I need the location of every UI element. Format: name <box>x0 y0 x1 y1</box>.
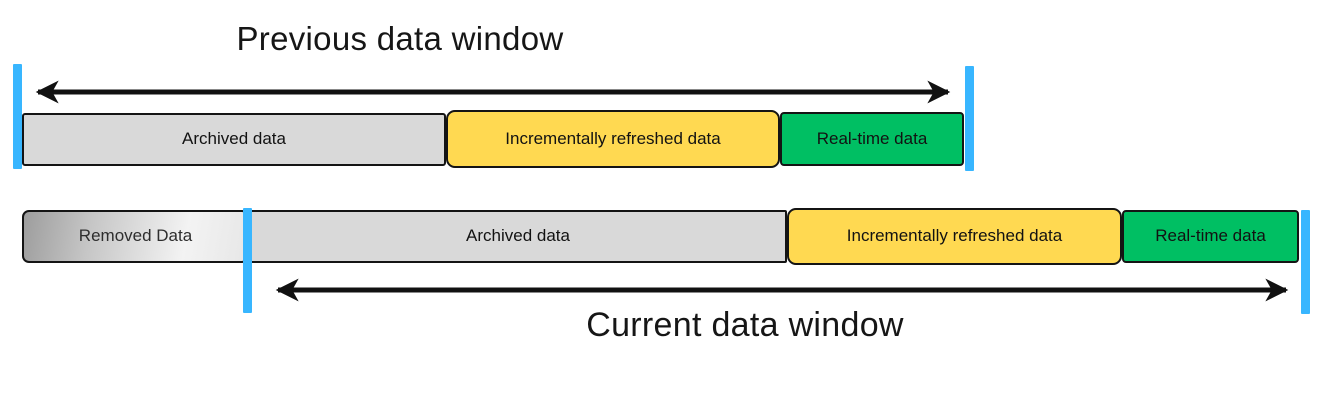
previous-window-start-marker <box>13 64 22 169</box>
previous-window-title: Previous data window <box>236 20 564 57</box>
previous-archived-segment: Archived data <box>22 113 446 166</box>
current-realtime-segment: Real-time data <box>1122 210 1299 263</box>
current-incremental-label: Incrementally refreshed data <box>846 226 1063 246</box>
removed-data-segment: Removed Data <box>22 210 249 263</box>
current-window-start-marker <box>243 208 252 313</box>
current-realtime-label: Real-time data <box>1155 226 1266 246</box>
previous-incremental-segment: Incrementally refreshed data <box>446 110 780 168</box>
previous-archived-label: Archived data <box>182 129 286 149</box>
current-window-title: Current data window <box>586 306 904 344</box>
previous-realtime-segment: Real-time data <box>780 112 964 166</box>
current-archived-segment: Archived data <box>249 210 787 263</box>
current-incremental-segment: Incrementally refreshed data <box>787 208 1122 265</box>
previous-incremental-label: Incrementally refreshed data <box>505 128 721 148</box>
previous-realtime-label: Real-time data <box>816 128 928 148</box>
removed-data-label: Removed Data <box>78 226 193 246</box>
current-archived-label: Archived data <box>466 226 570 246</box>
current-window-end-marker <box>1301 210 1310 314</box>
previous-window-end-marker <box>965 66 974 171</box>
